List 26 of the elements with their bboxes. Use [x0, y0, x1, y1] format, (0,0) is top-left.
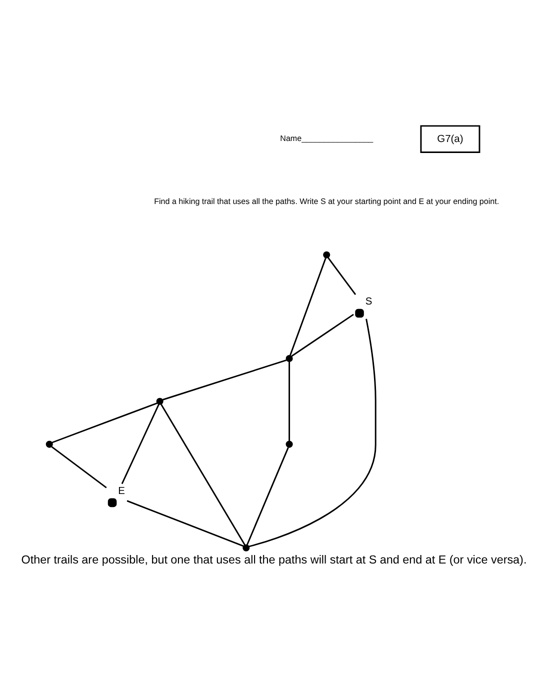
connector	[160, 404, 246, 546]
label: Find a hiking trail that uses all the paths. Write S at your starting point and E at your ending point.	[154, 197, 500, 206]
node-circle	[286, 440, 293, 448]
connector	[162, 359, 287, 400]
node-circle	[108, 498, 117, 508]
connector	[246, 447, 289, 546]
caption: Other trails are possible, but one that uses all the paths will start at S and end at E (or vice versa).	[21, 553, 527, 566]
node-circle	[242, 544, 250, 552]
node-circle	[156, 398, 164, 405]
connector	[288, 362, 290, 441]
connector	[328, 257, 356, 296]
node-circle	[46, 440, 53, 448]
connector	[51, 446, 107, 488]
label: Name________________	[280, 134, 374, 144]
connector	[52, 402, 158, 444]
connector	[121, 404, 160, 484]
node-circle	[355, 308, 364, 318]
node-circle	[286, 354, 293, 362]
connector	[291, 314, 354, 357]
connector	[126, 500, 244, 547]
node-box: G7(a)	[420, 125, 480, 153]
node-label: E	[118, 486, 125, 498]
connector	[248, 318, 376, 548]
connector	[290, 258, 326, 356]
node-circle	[323, 251, 330, 258]
node-label: S	[365, 296, 372, 308]
